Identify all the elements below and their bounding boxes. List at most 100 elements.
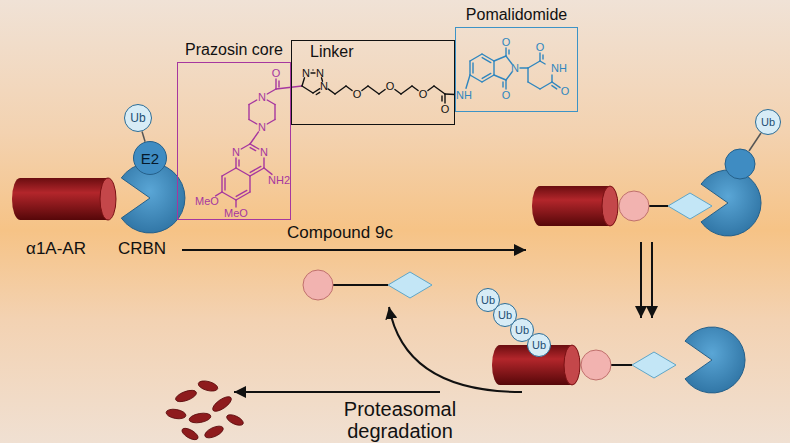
chemical-bond <box>428 86 434 91</box>
atom-label: O <box>353 89 362 100</box>
chemical-bond <box>441 96 442 101</box>
box-heading: Linker <box>310 43 354 61</box>
chemical-bond <box>275 79 276 89</box>
ubiquitinated-complex <box>492 327 745 393</box>
chemical-bond <box>248 105 249 120</box>
node-text: E2 <box>141 151 159 166</box>
ligase-label: CRBN <box>118 240 166 257</box>
atom-label: N <box>320 81 328 92</box>
e2-enzyme: E2 <box>133 141 167 175</box>
chemical-bond <box>241 144 250 149</box>
chemical-bond <box>249 120 257 125</box>
protac-icon <box>303 270 432 300</box>
structure-box: Prazosin core <box>177 62 291 220</box>
atom-label: O <box>561 86 570 97</box>
chemical-bond <box>540 61 545 64</box>
chemical-bond <box>482 75 494 82</box>
chemical-bond <box>445 93 455 95</box>
chemical-bond <box>335 86 346 94</box>
node-text: Ub <box>130 112 145 124</box>
chemical-bond <box>346 86 352 91</box>
chemical-bond <box>238 160 239 166</box>
attachment-line <box>142 131 145 141</box>
chemical-bond <box>542 55 543 59</box>
chemical-bond <box>274 105 275 120</box>
chemical-bond <box>502 82 503 87</box>
ternary-complex <box>532 133 761 236</box>
chemical-bond <box>267 100 275 105</box>
chemical-bond <box>276 86 302 89</box>
node-text: Ub <box>481 295 495 306</box>
chemical-structure <box>216 48 560 207</box>
receptor-cylinder <box>12 178 116 220</box>
chemical-bond <box>263 158 264 168</box>
equilibrium-arrow <box>640 242 642 318</box>
ubiquitin-circle: Ub <box>755 109 781 135</box>
atom-label: O <box>272 68 281 79</box>
chemical-bond <box>316 92 319 94</box>
atom-label: NH2 <box>268 175 290 186</box>
atom-label: N <box>258 92 266 103</box>
atom-label: O <box>536 42 545 53</box>
atom-label: MeO <box>195 196 219 207</box>
chemical-bond <box>505 80 506 89</box>
degradation-arrow <box>234 391 440 393</box>
chemical-bond <box>222 192 236 200</box>
ubiquitin-circle: Ub <box>527 333 551 357</box>
recycle-arrow <box>389 307 522 392</box>
atom-label: N <box>316 68 324 79</box>
chemical-bond <box>520 67 528 68</box>
chemical-bond <box>379 90 385 95</box>
atom-label: O <box>441 104 450 115</box>
chemical-bond <box>249 176 250 192</box>
chemical-bond <box>302 86 313 93</box>
process-label: Proteasomal degradation <box>320 398 480 442</box>
node-text: Ub <box>532 340 546 351</box>
compound-label: Compound 9c <box>287 224 393 241</box>
chemical-bond <box>493 61 494 75</box>
atom-label: O <box>419 89 428 100</box>
chemical-bond <box>444 94 445 103</box>
chemical-bond <box>540 82 552 89</box>
chemical-bond <box>395 90 401 95</box>
chemical-bond <box>236 168 250 176</box>
atom-label: N <box>258 122 266 133</box>
chemical-bond <box>470 75 482 82</box>
chemical-bond <box>472 63 473 73</box>
chemical-bond <box>278 81 279 87</box>
atom-label: O <box>386 81 395 92</box>
chemical-bond <box>235 200 236 207</box>
chemical-bond <box>505 48 506 56</box>
atom-label: N <box>232 147 240 158</box>
chemical-bond <box>250 166 261 172</box>
atom-label: N <box>511 63 519 74</box>
chemical-bond <box>264 168 272 174</box>
chemical-bond <box>311 72 315 73</box>
chemical-bond <box>250 148 255 151</box>
chemical-bond <box>328 89 335 94</box>
chemical-bond <box>551 75 552 82</box>
chemical-bond <box>552 86 557 89</box>
atom-label: NH <box>456 90 472 101</box>
chemical-bond <box>368 86 379 94</box>
chemical-bond <box>249 100 257 105</box>
chemical-bond <box>236 190 247 196</box>
chemical-bond <box>222 168 236 176</box>
box-heading: Prazosin core <box>185 41 283 59</box>
chemical-bond <box>482 54 494 61</box>
structure-box: Linker <box>291 40 455 125</box>
atom-label: NH <box>551 63 567 74</box>
atom-label: O <box>502 37 511 48</box>
chemical-bond <box>469 61 470 75</box>
chemical-bond <box>434 86 445 94</box>
chemical-bond <box>527 68 528 82</box>
node-text: Ub <box>498 310 512 321</box>
chemical-bond <box>235 158 236 168</box>
chemical-bond <box>224 178 225 190</box>
atom-label: O <box>502 90 511 101</box>
chemical-bond <box>221 176 222 192</box>
chemical-bond <box>539 53 540 61</box>
box-heading: Pomalidomide <box>466 6 567 24</box>
